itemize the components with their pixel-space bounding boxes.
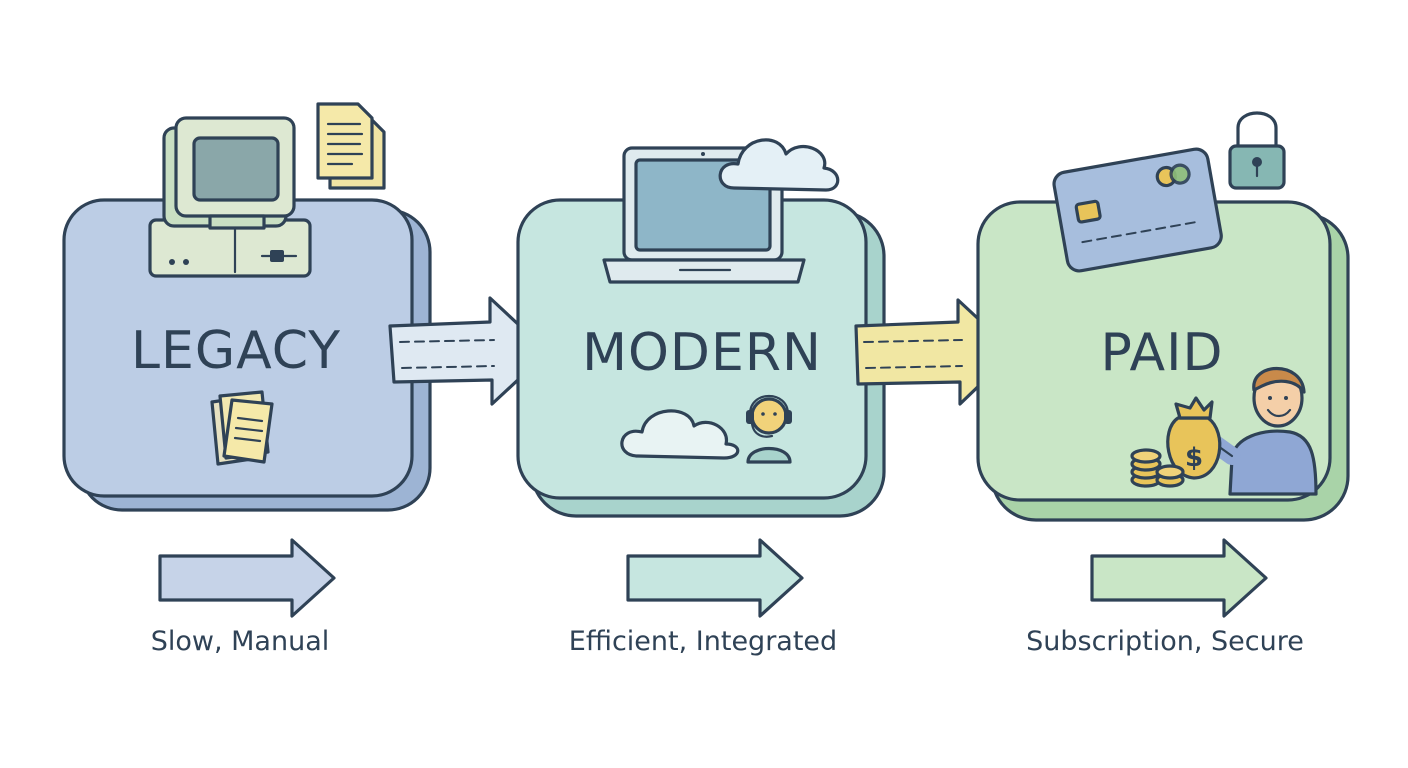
documents-icon [316, 102, 386, 190]
stage-modern-title: MODERN [582, 323, 822, 383]
computer-icon [148, 116, 312, 278]
stage-paid: PAID $ [976, 111, 1350, 522]
stage-modern: MODERN [516, 138, 886, 518]
cloud-icon [718, 138, 840, 192]
caption-arrow-legacy [158, 538, 336, 618]
paper-stack-icon [210, 390, 274, 466]
stage-paid-title: PAID [1101, 323, 1224, 383]
money-bag-icon: $ [1166, 396, 1222, 480]
stage-modern-caption: Efficient, Integrated [569, 626, 837, 657]
caption-arrow-paid [1090, 538, 1268, 618]
credit-card-icon [1052, 147, 1223, 273]
dollar-sign-icon: $ [1185, 443, 1203, 473]
stage-legacy: LEGACY [62, 102, 432, 512]
stage-legacy-title: LEGACY [131, 321, 341, 381]
cloud-icon [620, 409, 740, 460]
padlock-icon [1228, 111, 1286, 190]
headset-support-icon [746, 394, 792, 464]
stage-paid-caption: Subscription, Secure [1026, 626, 1304, 657]
stage-legacy-caption: Slow, Manual [151, 626, 330, 657]
coins-icon [1130, 448, 1185, 488]
caption-arrow-modern [626, 538, 804, 618]
